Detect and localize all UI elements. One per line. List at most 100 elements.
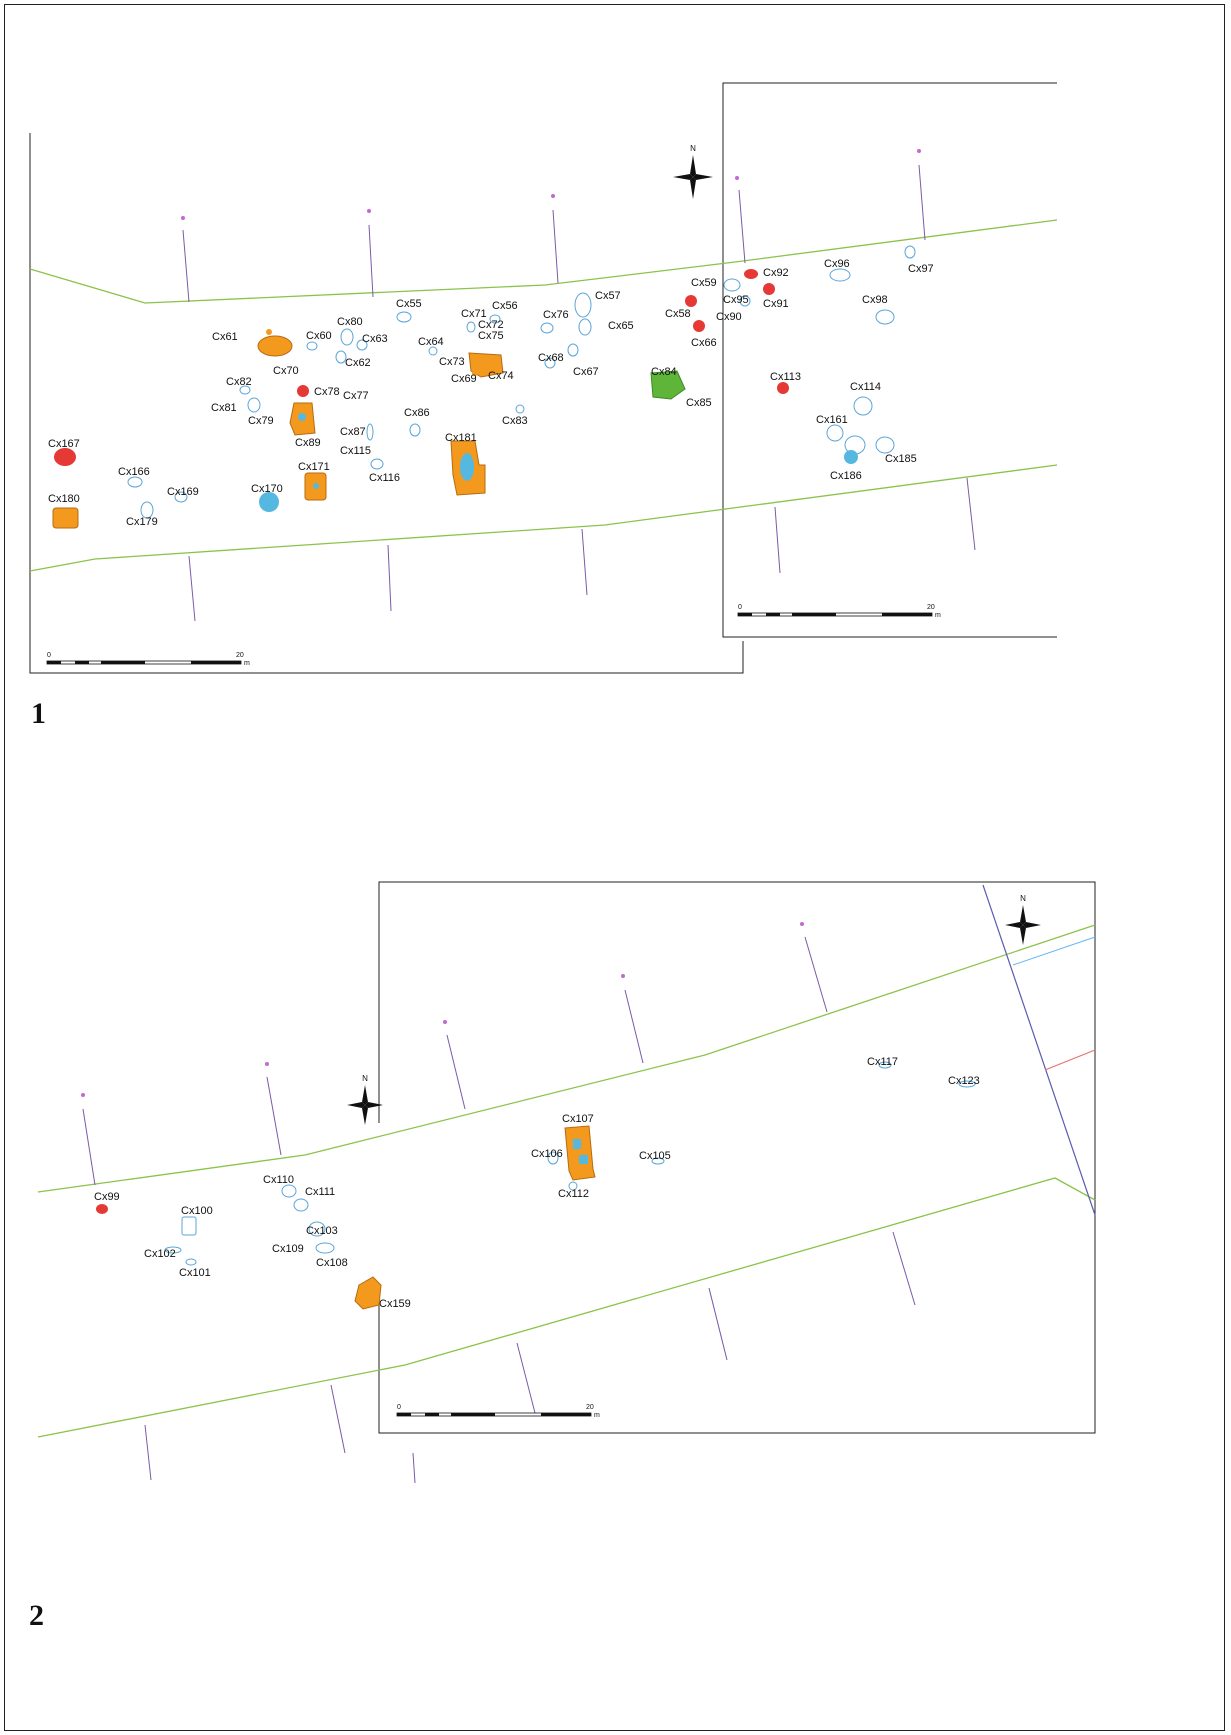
north-label: N [1020, 894, 1026, 903]
feature-label-cx108: Cx108 [316, 1257, 348, 1269]
feature-outlines [164, 1061, 976, 1266]
feature-label-cx71: Cx71 [461, 308, 487, 320]
feature-label-cx95: Cx95 [723, 294, 749, 306]
excavation-limit-north [29, 219, 1058, 304]
north-arrow-icon: N [347, 1074, 383, 1125]
feature-label-cx80: Cx80 [337, 316, 363, 328]
feature-label-cx112: Cx112 [558, 1188, 589, 1200]
feature-label-cx66: Cx66 [691, 337, 717, 349]
feature-label-cx100: Cx100 [181, 1205, 213, 1217]
feature-label-cx85: Cx85 [686, 397, 712, 409]
north-arrow-icon: N [673, 144, 713, 199]
feature-label-cx103: Cx103 [306, 1225, 338, 1237]
blue-line [1012, 936, 1096, 966]
feature-labels: Cx99 Cx100 Cx102 Cx101 Cx110 Cx111 Cx103… [94, 1056, 980, 1310]
panel-1: N [29, 82, 1058, 730]
feature-label-cx81: Cx81 [211, 402, 237, 414]
feature-label-cx65: Cx65 [608, 320, 634, 332]
feature-label-cx89: Cx89 [295, 437, 321, 449]
feature-label-cx113: Cx113 [770, 371, 801, 383]
excavation-limit-north [37, 924, 1096, 1193]
grid-lines [82, 936, 916, 1484]
feature-label-cx106: Cx106 [531, 1148, 563, 1160]
feature-label-cx86: Cx86 [404, 407, 430, 419]
feature-label-cx62: Cx62 [345, 357, 371, 369]
north-label: N [690, 144, 696, 153]
feature-label-cx181: Cx181 [445, 432, 477, 444]
feature-label-cx180: Cx180 [48, 493, 80, 505]
feature-label-cx87: Cx87 [340, 426, 366, 438]
scale-bar-panel-2: 0 20 m [396, 1404, 600, 1419]
feature-label-cx68: Cx68 [538, 352, 564, 364]
panel-number-2: 2 [29, 1599, 44, 1632]
feature-label-cx166: Cx166 [118, 466, 150, 478]
sheet-frame-right [378, 881, 1096, 1434]
excavation-limit-south [37, 1177, 1096, 1438]
feature-label-cx167: Cx167 [48, 438, 80, 450]
feature-label-cx101: Cx101 [179, 1267, 211, 1279]
feature-label-cx105: Cx105 [639, 1150, 671, 1162]
north-label: N [362, 1074, 368, 1083]
feature-label-cx64: Cx64 [418, 336, 444, 348]
feature-labels: Cx61 Cx70 Cx60 Cx80 Cx63 Cx62 Cx55 Cx71 … [48, 258, 934, 528]
scale-unit: m [244, 660, 250, 667]
feature-label-cx83: Cx83 [502, 415, 528, 427]
feature-label-cx115: Cx115 [340, 445, 371, 457]
feature-label-cx109: Cx109 [272, 1243, 304, 1255]
feature-label-cx186: Cx186 [830, 470, 862, 482]
trench-line [982, 884, 1096, 1216]
feature-label-cx185: Cx185 [885, 453, 917, 465]
feature-label-cx76: Cx76 [543, 309, 569, 321]
filled-features [52, 269, 858, 529]
feature-label-cx59: Cx59 [691, 277, 717, 289]
scale-start: 0 [47, 652, 51, 659]
feature-label-cx98: Cx98 [862, 294, 888, 306]
feature-label-cx74: Cx74 [488, 370, 514, 382]
feature-label-cx60: Cx60 [306, 330, 332, 342]
scale-end: 20 [236, 652, 244, 659]
scale-unit: m [935, 612, 941, 619]
feature-label-cx77: Cx77 [343, 390, 369, 402]
feature-label-cx116: Cx116 [369, 472, 400, 484]
feature-label-cx84: Cx84 [651, 366, 677, 378]
feature-label-cx161: Cx161 [816, 414, 848, 426]
feature-label-cx96: Cx96 [824, 258, 850, 270]
panel-number-1: 1 [31, 697, 46, 730]
scale-end: 20 [586, 1404, 594, 1411]
feature-label-cx57: Cx57 [595, 290, 621, 302]
excavation-limit-south [29, 464, 1058, 572]
feature-label-cx67: Cx67 [573, 366, 599, 378]
feature-label-cx90: Cx90 [716, 311, 742, 323]
scale-unit: m [594, 1412, 600, 1419]
feature-label-cx111: Cx111 [305, 1186, 335, 1198]
feature-label-cx114: Cx114 [850, 381, 881, 393]
feature-label-cx75: Cx75 [478, 330, 504, 342]
scale-start: 0 [738, 604, 742, 611]
filled-features [96, 1125, 596, 1310]
feature-label-cx56: Cx56 [492, 300, 518, 312]
figure-frame: N [4, 4, 1225, 1731]
feature-label-cx97: Cx97 [908, 263, 934, 275]
grid-points [81, 922, 804, 1097]
feature-label-cx123: Cx123 [948, 1075, 980, 1087]
feature-label-cx58: Cx58 [665, 308, 691, 320]
scale-bar-panel-1b: 0 20 m [737, 604, 941, 619]
scale-bar-panel-1a: 0 20 m [46, 652, 250, 667]
grid-lines [182, 164, 976, 622]
feature-label-cx78: Cx78 [314, 386, 340, 398]
feature-label-cx82: Cx82 [226, 376, 252, 388]
panel-2: N N Cx99 Cx100 [29, 881, 1096, 1632]
feature-label-cx117: Cx117 [867, 1056, 898, 1068]
feature-label-cx70: Cx70 [273, 365, 299, 377]
feature-label-cx110: Cx110 [263, 1174, 294, 1186]
feature-label-cx91: Cx91 [763, 298, 789, 310]
feature-label-cx73: Cx73 [439, 356, 465, 368]
north-arrow-icon: N [1005, 894, 1041, 945]
feature-label-cx99: Cx99 [94, 1191, 120, 1203]
feature-label-cx55: Cx55 [396, 298, 422, 310]
feature-label-cx102: Cx102 [144, 1248, 176, 1260]
feature-label-cx170: Cx170 [251, 483, 283, 495]
scale-start: 0 [397, 1404, 401, 1411]
feature-label-cx79: Cx79 [248, 415, 274, 427]
feature-label-cx72: Cx72 [478, 319, 504, 331]
